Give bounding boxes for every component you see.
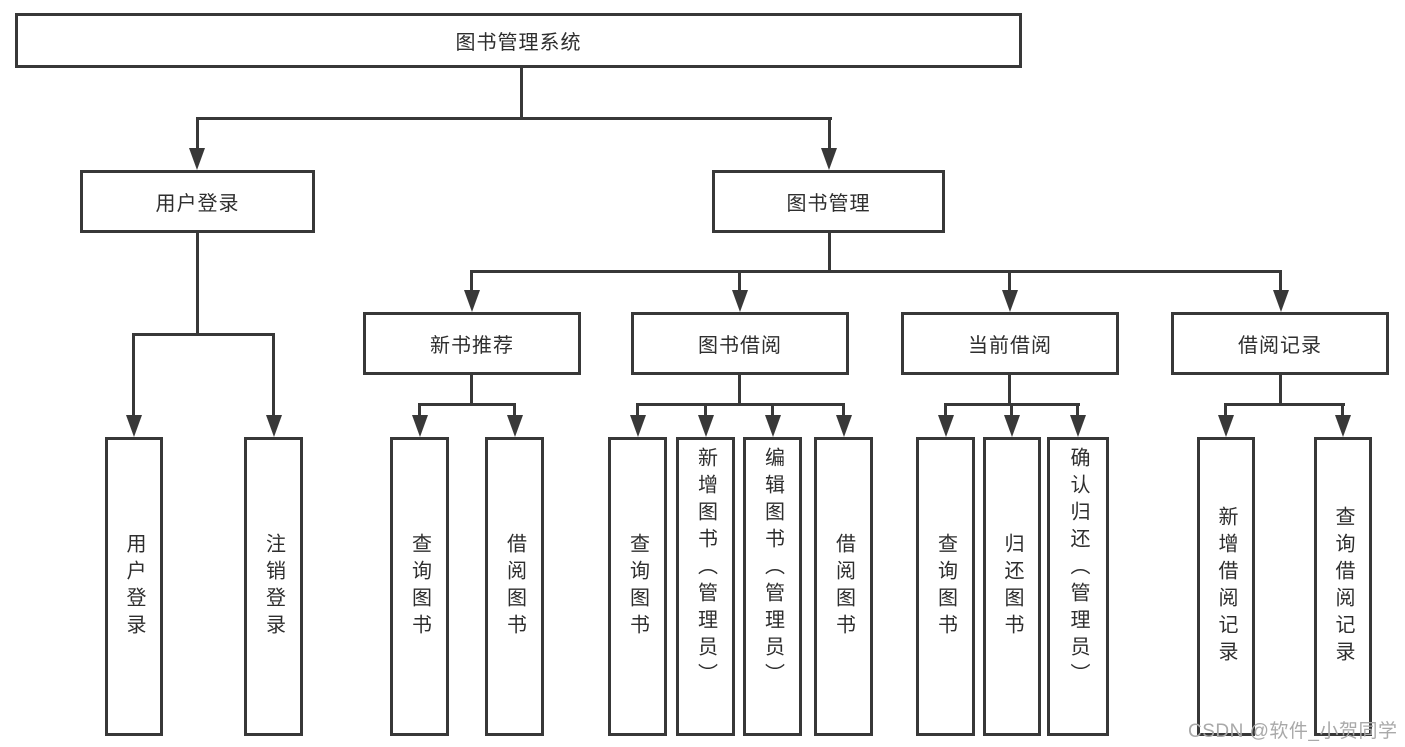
arrowhead-down-icon [1273,290,1289,312]
connector-line [1076,403,1079,418]
arrowhead-down-icon [1004,415,1020,437]
leaf-query-borrow-record: 查询借阅记录 [1314,437,1372,736]
arrowhead-down-icon [821,148,837,170]
arrowhead-down-icon [836,415,852,437]
node-label: 图书管理 [786,193,871,215]
connector-line [1279,270,1282,292]
arrowhead-down-icon [266,415,282,437]
connector-line [1008,270,1011,292]
connector-line [771,403,774,418]
arrowhead-down-icon [630,415,646,437]
connector-line [704,403,707,418]
node-label: 借阅记录 [1238,335,1322,357]
connector-line [828,117,831,150]
leaf-label: 用户登录 [123,532,145,641]
node-book-borrow: 图书借阅 [631,312,849,375]
node-label: 新书推荐 [430,335,514,357]
arrowhead-down-icon [1218,415,1234,437]
leaf-label: 归还图书 [1001,532,1023,641]
connector-line [132,333,275,336]
connector-line [470,270,473,292]
leaf-borrow-book-recommend: 借阅图书 [485,437,544,736]
connector-line [636,403,639,418]
leaf-label: 查询图书 [626,532,649,641]
node-user-login: 用户登录 [80,170,315,233]
leaf-label: 编辑图书（管理员） [761,447,784,690]
arrowhead-down-icon [507,415,523,437]
connector-line [196,117,199,150]
arrowhead-down-icon [1335,415,1351,437]
node-label: 图书管理系统 [455,32,582,54]
arrowhead-down-icon [765,415,781,437]
connector-line [1224,403,1345,406]
connector-line [1341,403,1344,418]
leaf-label: 新增图书（管理员） [694,447,717,690]
connector-line [513,403,516,418]
connector-line [636,403,845,406]
connector-line [1010,403,1013,418]
arrowhead-down-icon [1002,290,1018,312]
arrowhead-down-icon [464,290,480,312]
leaf-label: 借阅图书 [832,532,855,641]
leaf-label: 查询图书 [934,532,957,641]
leaf-label: 借阅图书 [503,532,526,641]
node-new-book-recommend: 新书推荐 [363,312,581,375]
node-borrow-records: 借阅记录 [1171,312,1389,375]
leaf-label: 查询图书 [408,532,431,641]
connector-line [1279,375,1282,406]
connector-line [520,68,523,120]
arrowhead-down-icon [1070,415,1086,437]
node-label: 图书借阅 [698,335,782,357]
arrowhead-down-icon [938,415,954,437]
leaf-label: 注销登录 [262,532,285,641]
leaf-user-login: 用户登录 [105,437,163,736]
connector-line [418,403,421,418]
connector-line [132,333,135,417]
node-label: 用户登录 [155,193,240,215]
leaf-logout: 注销登录 [244,437,303,736]
connector-line [842,403,845,418]
arrowhead-down-icon [189,148,205,170]
connector-line [470,375,473,406]
arrowhead-down-icon [732,290,748,312]
leaf-query-book-borrow: 查询图书 [608,437,667,736]
connector-line [470,270,1282,273]
arrowhead-down-icon [698,415,714,437]
leaf-label: 确认归还（管理员） [1067,447,1089,690]
node-root-library-system: 图书管理系统 [15,13,1022,68]
node-current-borrow: 当前借阅 [901,312,1119,375]
leaf-borrow-book: 借阅图书 [814,437,873,736]
node-label: 当前借阅 [968,335,1052,357]
connector-line [272,333,275,417]
arrowhead-down-icon [126,415,142,437]
leaf-return-book: 归还图书 [983,437,1041,736]
connector-line [1224,403,1227,418]
connector-line [196,233,199,335]
arrowhead-down-icon [412,415,428,437]
connector-line [418,403,516,406]
leaf-confirm-return-admin: 确认归还（管理员） [1047,437,1109,736]
leaf-label: 查询借阅记录 [1332,505,1354,668]
connector-line [1008,375,1011,406]
leaf-query-book-recommend: 查询图书 [390,437,449,736]
connector-line [738,270,741,292]
connector-line [196,117,832,120]
csdn-watermark: CSDN @软件_小贺同学 [1188,721,1398,742]
leaf-add-borrow-record: 新增借阅记录 [1197,437,1255,736]
leaf-add-book-admin: 新增图书（管理员） [676,437,735,736]
leaf-edit-book-admin: 编辑图书（管理员） [743,437,802,736]
connector-line [738,375,741,406]
connector-line [944,403,947,418]
leaf-label: 新增借阅记录 [1215,505,1237,668]
node-book-management: 图书管理 [712,170,945,233]
connector-line [828,233,831,273]
leaf-query-book-current: 查询图书 [916,437,975,736]
